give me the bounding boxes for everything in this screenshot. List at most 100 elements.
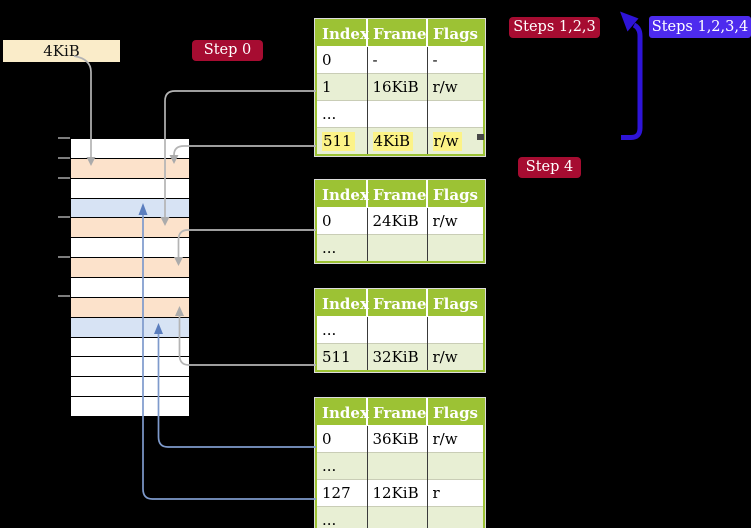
memory-frame-row-white — [71, 397, 189, 417]
column-header: Index — [316, 20, 369, 47]
table-row: ... — [316, 452, 484, 480]
table-row: ... — [316, 316, 484, 344]
memory-frame-row-white — [71, 377, 189, 398]
memory-frame-row-white — [71, 238, 189, 259]
table-cell: r/w — [427, 73, 484, 101]
table-cell: 12KiB — [367, 479, 428, 507]
loop-arrow-steps-1-2-3-4 — [621, 22, 643, 140]
table-cell: 36KiB — [367, 425, 428, 453]
address-tick — [58, 157, 70, 159]
address-tick — [58, 177, 70, 179]
memory-frame-row-peach — [71, 258, 189, 279]
table-cell: r/w — [427, 127, 484, 155]
table-cell: 0 — [316, 425, 368, 453]
memory-frame-row-white — [71, 139, 189, 159]
column-header: Flags — [427, 20, 484, 47]
column-header: Flags — [427, 181, 484, 208]
table-cell — [367, 234, 428, 262]
highlighted-value: 511 — [322, 132, 355, 151]
table-row: ... — [316, 234, 484, 262]
memory-frame-row-white — [71, 357, 189, 378]
table-cell — [427, 234, 484, 262]
column-header: Flags — [427, 290, 484, 317]
table-cell — [367, 452, 428, 480]
table-cell — [367, 316, 428, 344]
loop-arrowhead — [620, 11, 639, 32]
physical-memory-column — [70, 138, 190, 417]
table-cell — [427, 506, 484, 528]
badge-steps-1-2-3: Steps 1,2,3 — [509, 17, 600, 38]
memory-frame-row-white — [71, 178, 189, 199]
arrow-table2-row0-to-frame-24kib — [177, 229, 316, 257]
badge-steps-1-2-3-4-label: Steps 1,2,3,4 — [651, 18, 749, 35]
table-cell: 16KiB — [367, 73, 428, 101]
badge-steps-1-2-3-4: Steps 1,2,3,4 — [649, 16, 751, 38]
memory-frame-row-blue — [71, 317, 189, 338]
column-header: Frame — [367, 20, 428, 47]
column-header: Index — [316, 181, 369, 208]
column-header: Index — [316, 399, 369, 426]
table-cell: 0 — [316, 207, 368, 235]
memory-frame-row-blue — [71, 198, 189, 219]
table-cell — [427, 452, 484, 480]
table-cell — [367, 100, 428, 128]
table-cell: r/w — [427, 207, 484, 235]
column-header: Index — [316, 290, 369, 317]
address-tick — [58, 295, 70, 297]
table-row: 511 4KiB r/w — [316, 127, 484, 155]
badge-step4-label: Step 4 — [525, 159, 574, 176]
table-cell: ... — [316, 316, 368, 344]
column-header: Frame — [367, 399, 428, 426]
memory-frame-row-white — [71, 278, 189, 298]
table-cell — [367, 506, 428, 528]
table-cell: ... — [316, 100, 368, 128]
address-tick — [58, 137, 70, 139]
table-row: 0-- — [316, 46, 484, 74]
table-cell: 511 — [316, 343, 368, 371]
memory-frame-row-peach — [71, 158, 189, 179]
table-cell: r/w — [427, 425, 484, 453]
memory-frame-row-white — [71, 337, 189, 358]
table-cell: ... — [316, 234, 368, 262]
table-cell: ... — [316, 452, 368, 480]
table-cell: - — [427, 46, 484, 74]
table-cell: - — [367, 46, 428, 74]
table-row: ... — [316, 506, 484, 528]
table-cell: 0 — [316, 46, 368, 74]
table-cell: 24KiB — [367, 207, 428, 235]
table-cell — [427, 316, 484, 344]
table-cell: ... — [316, 506, 368, 528]
table-cell — [427, 100, 484, 128]
table-cell: r — [427, 479, 484, 507]
arrow-table3-row511-to-frame-32kib — [178, 316, 316, 366]
column-header: Frame — [367, 181, 428, 208]
highlighted-value: 4KiB — [372, 132, 414, 151]
badge-step4: Step 4 — [518, 157, 581, 178]
badge-step0: Step 0 — [192, 40, 263, 61]
memory-frame-row-peach — [71, 218, 189, 239]
table-cell: 4KiB — [367, 127, 428, 155]
highlighted-value: r/w — [432, 132, 462, 151]
table-row: ... — [316, 100, 484, 128]
memory-frame-row-peach — [71, 297, 189, 318]
column-header: Frame — [367, 290, 428, 317]
address-tick — [58, 256, 70, 258]
table-cell: 511 — [316, 127, 368, 155]
table-cell: 127 — [316, 479, 368, 507]
badge-steps-1-2-3-label: Steps 1,2,3 — [513, 19, 596, 36]
column-header: Flags — [427, 399, 484, 426]
table-cell: 1 — [316, 73, 368, 101]
frame-size-text: 4KiB — [43, 42, 80, 60]
